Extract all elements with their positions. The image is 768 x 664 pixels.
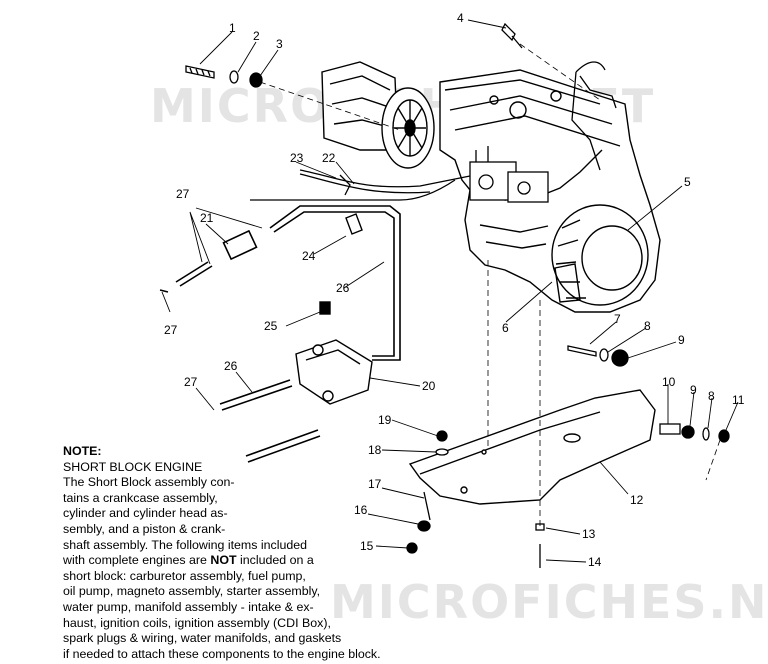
note-line: if needed to attach these components to … bbox=[63, 646, 381, 661]
callout-16: 16 bbox=[354, 503, 368, 517]
clutch-bolt-set bbox=[185, 65, 263, 88]
callout-13: 13 bbox=[582, 527, 596, 541]
callout-23: 23 bbox=[290, 151, 304, 165]
fuel-line-and-filter bbox=[159, 205, 401, 463]
callout-1: 1 bbox=[229, 21, 236, 35]
callout-6: 6 bbox=[502, 321, 509, 335]
callout-18: 18 bbox=[368, 443, 382, 457]
note-line: tains a crankcase assembly, bbox=[63, 490, 218, 505]
callout-14: 14 bbox=[588, 555, 602, 569]
callout-19: 19 bbox=[378, 413, 392, 427]
callout-27-lower: 27 bbox=[184, 375, 198, 389]
note-line: oil pump, magneto assembly, starter asse… bbox=[63, 584, 321, 599]
magneto-flywheel bbox=[551, 204, 649, 306]
callout-26-upper: 26 bbox=[336, 281, 350, 295]
note-emphasis-not: NOT bbox=[210, 553, 237, 568]
short-block-note: NOTE: SHORT BLOCK ENGINE The Short Block… bbox=[63, 444, 423, 662]
leader-lines bbox=[161, 19, 739, 563]
note-title: SHORT BLOCK ENGINE bbox=[63, 459, 203, 474]
callout-12: 12 bbox=[630, 493, 644, 507]
engine-mount-plate bbox=[408, 389, 656, 505]
note-line: water pump, manifold assembly - intake &… bbox=[63, 599, 314, 614]
callout-24: 24 bbox=[302, 249, 316, 263]
callout-20: 20 bbox=[422, 379, 436, 393]
assembly-centerlines bbox=[259, 43, 721, 528]
note-line-pre: with complete engines are bbox=[63, 553, 211, 568]
note-line: The Short Block assembly con- bbox=[63, 475, 235, 490]
callout-22: 22 bbox=[322, 151, 336, 165]
callout-27-upper: 27 bbox=[176, 187, 190, 201]
callout-26-lower: 26 bbox=[224, 359, 238, 373]
callout-25: 25 bbox=[264, 319, 278, 333]
callout-10: 10 bbox=[662, 375, 676, 389]
callout-7: 7 bbox=[614, 312, 621, 326]
callout-11: 11 bbox=[732, 393, 745, 407]
note-line: short block: carburetor assembly, fuel p… bbox=[63, 568, 306, 583]
note-heading: NOTE: bbox=[63, 444, 102, 458]
callout-8-lower: 8 bbox=[708, 389, 715, 403]
watermark-bottom: MICROFICHES.NET bbox=[330, 575, 768, 629]
note-line: cylinder and cylinder head as- bbox=[63, 506, 228, 521]
note-line: haust, ignition coils, ignition assembly… bbox=[63, 615, 331, 630]
callout-numbers: 1 2 3 4 5 6 7 8 9 10 9 8 11 12 13 14 15 … bbox=[164, 11, 745, 569]
callout-21: 21 bbox=[200, 211, 214, 225]
carburetor bbox=[469, 146, 549, 203]
callout-4: 4 bbox=[457, 11, 464, 25]
note-line: sembly, and a piston & crank- bbox=[63, 521, 226, 536]
mounting-hardware bbox=[406, 345, 730, 568]
drive-clutch bbox=[321, 61, 435, 169]
callout-2: 2 bbox=[253, 29, 260, 43]
note-line-emphasis: with complete engines are NOT included o… bbox=[63, 553, 423, 569]
callout-27-middle: 27 bbox=[164, 323, 178, 337]
callout-17: 17 bbox=[368, 477, 382, 491]
callout-9-upper: 9 bbox=[678, 333, 685, 347]
callout-5: 5 bbox=[684, 175, 691, 189]
fuel-pump bbox=[295, 213, 373, 405]
callout-8-upper: 8 bbox=[644, 319, 651, 333]
callout-15: 15 bbox=[360, 539, 374, 553]
callout-9-lower: 9 bbox=[690, 383, 697, 397]
note-line: shaft assembly. The following items incl… bbox=[63, 537, 308, 552]
note-line: spark plugs & wiring, water manifolds, a… bbox=[63, 631, 342, 646]
note-line-post: included on a bbox=[236, 553, 314, 568]
wires-and-cables bbox=[250, 61, 617, 201]
callout-3: 3 bbox=[276, 37, 283, 51]
